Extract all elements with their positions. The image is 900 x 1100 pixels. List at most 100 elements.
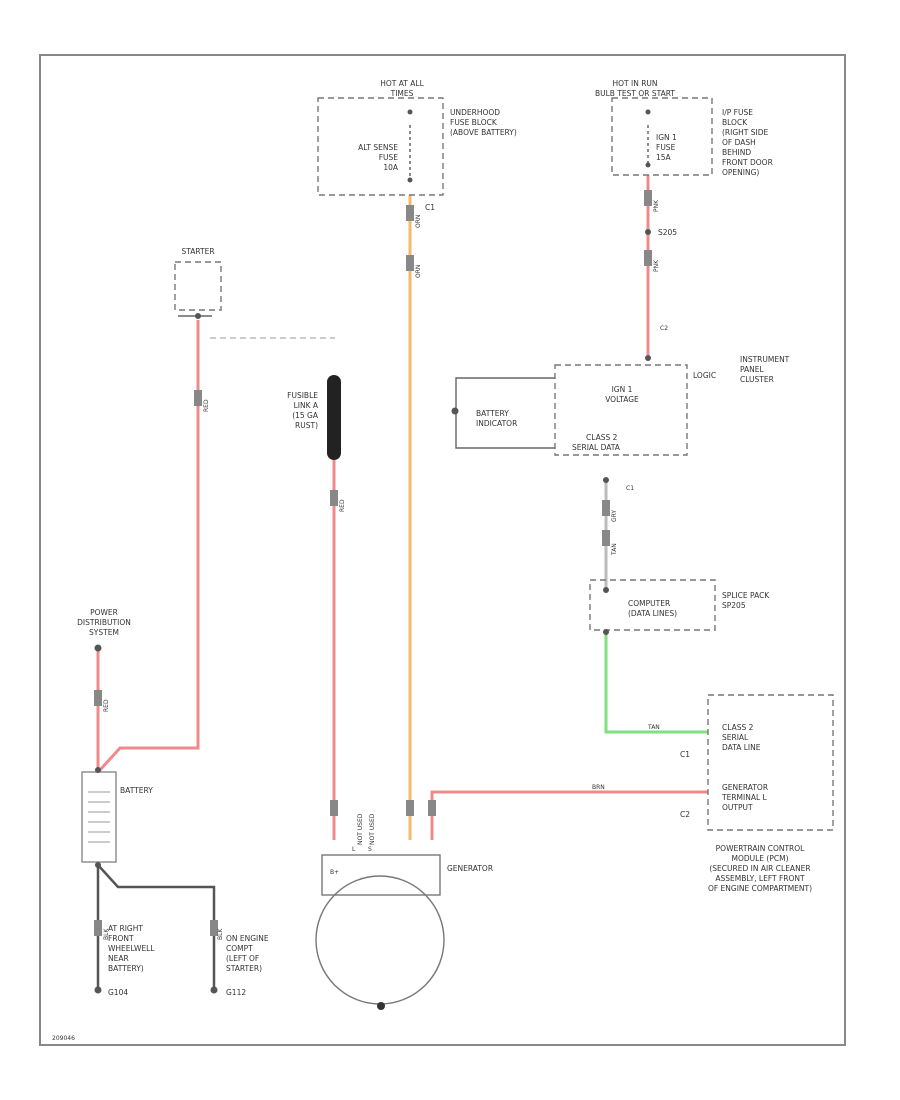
- label-times: TIMES: [390, 89, 414, 98]
- power-distribution-terminal: [94, 644, 102, 652]
- label-gnd2-2: COMPT: [226, 944, 253, 953]
- ground-wire-g112: [97, 864, 216, 990]
- label-battery: BATTERY: [120, 786, 153, 795]
- cluster-c1-terminal: [603, 477, 609, 483]
- label-pcm-3: (SECURED IN AIR CLEANER: [709, 864, 810, 873]
- label-underhood-2: FUSE BLOCK: [450, 118, 498, 127]
- label-power-dist-3: SYSTEM: [89, 628, 119, 637]
- battery-cells: [88, 791, 110, 843]
- wire-tag-tan-green: TAN: [647, 724, 660, 731]
- label-ip-fuse-3: (RIGHT SIDE: [722, 128, 769, 137]
- label-ip-fuse-4: OF DASH: [722, 138, 756, 147]
- label-alt-sense-3: 10A: [383, 163, 399, 172]
- label-underhood-1: UNDERHOOD: [450, 108, 500, 117]
- splice-s205-dot: [645, 229, 651, 235]
- label-gen-pin-l: L: [352, 846, 356, 853]
- ign1-fuse-top-terminal: [645, 109, 651, 115]
- label-pcm-1: POWERTRAIN CONTROL: [716, 844, 806, 853]
- instrument-panel-cluster: [554, 364, 688, 456]
- label-gen-term-1: GENERATOR: [722, 783, 768, 792]
- label-fusible-2: LINK A: [294, 401, 319, 410]
- label-gnd1-3: WHEELWELL: [108, 944, 155, 953]
- label-class2-pcm-2: SERIAL: [722, 733, 749, 742]
- label-fusible-3: (15 GA: [292, 411, 319, 420]
- battery-body: [81, 771, 117, 863]
- label-ign1-fuse-2: FUSE: [656, 143, 676, 152]
- label-not-used-1: NOT USED: [357, 813, 364, 845]
- label-pcm-4: ASSEMBLY, LEFT FRONT: [715, 874, 805, 883]
- label-hot-in-run-1: HOT IN RUN: [612, 79, 657, 88]
- ign1-fuse-bottom-terminal: [645, 162, 651, 168]
- cluster-c2-terminal: [645, 355, 651, 361]
- label-gnd2-1: ON ENGINE: [226, 934, 269, 943]
- label-gnd1-5: BATTERY): [108, 964, 144, 973]
- wire-tag-pink-mid: PNK: [653, 259, 660, 272]
- label-instrument-2: PANEL: [740, 365, 765, 374]
- underhood-fuse-block: [317, 97, 444, 196]
- label-fusible-1: FUSIBLE: [287, 391, 318, 400]
- wire-tag-pink-top: PNK: [653, 199, 660, 212]
- wire-tag-brn-pcm: BRN: [592, 784, 605, 791]
- label-logic: LOGIC: [693, 371, 716, 380]
- diagram-frame: [39, 54, 846, 1046]
- wire-tag-tan-upper: TAN: [611, 543, 618, 556]
- ground-g104: [94, 986, 102, 994]
- label-gnd1-6: G104: [108, 988, 128, 997]
- alt-sense-fuse-bottom-terminal: [407, 177, 413, 183]
- battery-negative-terminal: [95, 862, 101, 868]
- label-c2-pcm: C2: [680, 810, 690, 819]
- label-ign1-fuse-1: IGN 1: [656, 133, 677, 142]
- label-ign1-fuse-3: 15A: [656, 153, 672, 162]
- label-instrument-3: CLUSTER: [740, 375, 774, 384]
- label-splice-s205: S205: [658, 228, 677, 237]
- label-class2-pcm-3: DATA LINE: [722, 743, 761, 752]
- label-class2-cluster-1: CLASS 2: [586, 433, 618, 442]
- powertrain-control-module: [707, 694, 834, 831]
- wire-tag-orange-top: ORN: [415, 215, 422, 228]
- label-splice-pack-2: SP205: [722, 601, 746, 610]
- label-gen-pin-bplus: B+: [330, 869, 339, 876]
- label-gnd1-1: AT RIGHT: [108, 924, 143, 933]
- wire-tag-ground-2: BLK: [217, 928, 224, 940]
- label-c2-cluster: C2: [660, 325, 668, 332]
- label-c1-pcm: C1: [680, 750, 690, 759]
- fusible-link-a: [327, 375, 341, 460]
- label-alt-sense-2: FUSE: [379, 153, 399, 162]
- label-c1-cluster: C1: [626, 485, 634, 492]
- ip-fuse-block: [611, 97, 713, 176]
- label-not-used-2: NOT USED: [369, 813, 376, 845]
- battery-indicator-lamp: [451, 407, 459, 415]
- label-splice-pack-1: SPLICE PACK: [722, 591, 770, 600]
- wire-tag-ground-1: BLK: [103, 928, 110, 940]
- label-ip-fuse-7: OPENING): [722, 168, 759, 177]
- generator-connector: [321, 854, 441, 896]
- label-ign1-voltage-1: IGN 1: [612, 385, 633, 394]
- starter-box: [174, 261, 222, 311]
- wire-tag-orange-mid: ORN: [415, 265, 422, 278]
- label-fusible-4: RUST): [295, 421, 318, 430]
- wire-tag-red-fusible: RED: [339, 499, 346, 512]
- generator-ground: [377, 1002, 385, 1010]
- label-computer-1: COMPUTER: [628, 599, 670, 608]
- label-gnd2-3: (LEFT OF: [226, 954, 259, 963]
- label-gen-term-2: TERMINAL L: [721, 793, 768, 802]
- footer-code: 209046: [52, 1035, 75, 1042]
- starter-terminal: [195, 313, 201, 319]
- label-generator: GENERATOR: [447, 864, 493, 873]
- wire-tag-red-battery: RED: [103, 699, 110, 712]
- red-wire-generator-l-terminal: [430, 790, 708, 840]
- label-pcm-5: OF ENGINE COMPARTMENT): [708, 884, 812, 893]
- label-gen-term-3: OUTPUT: [722, 803, 753, 812]
- label-c1-upper: C1: [425, 203, 435, 212]
- label-ip-fuse-1: I/P FUSE: [722, 108, 753, 117]
- label-battery-indicator-1: BATTERY: [476, 409, 509, 418]
- label-ip-fuse-6: FRONT DOOR: [722, 158, 773, 167]
- label-starter: STARTER: [181, 247, 214, 256]
- label-gnd2-5: G112: [226, 988, 246, 997]
- label-hot-at-all: HOT AT ALL: [380, 79, 424, 88]
- alt-sense-fuse-top-terminal: [407, 109, 413, 115]
- label-alt-sense-1: ALT SENSE: [358, 143, 398, 152]
- splice-pack-bottom-terminal: [603, 629, 609, 635]
- label-pcm-2: MODULE (PCM): [731, 854, 788, 863]
